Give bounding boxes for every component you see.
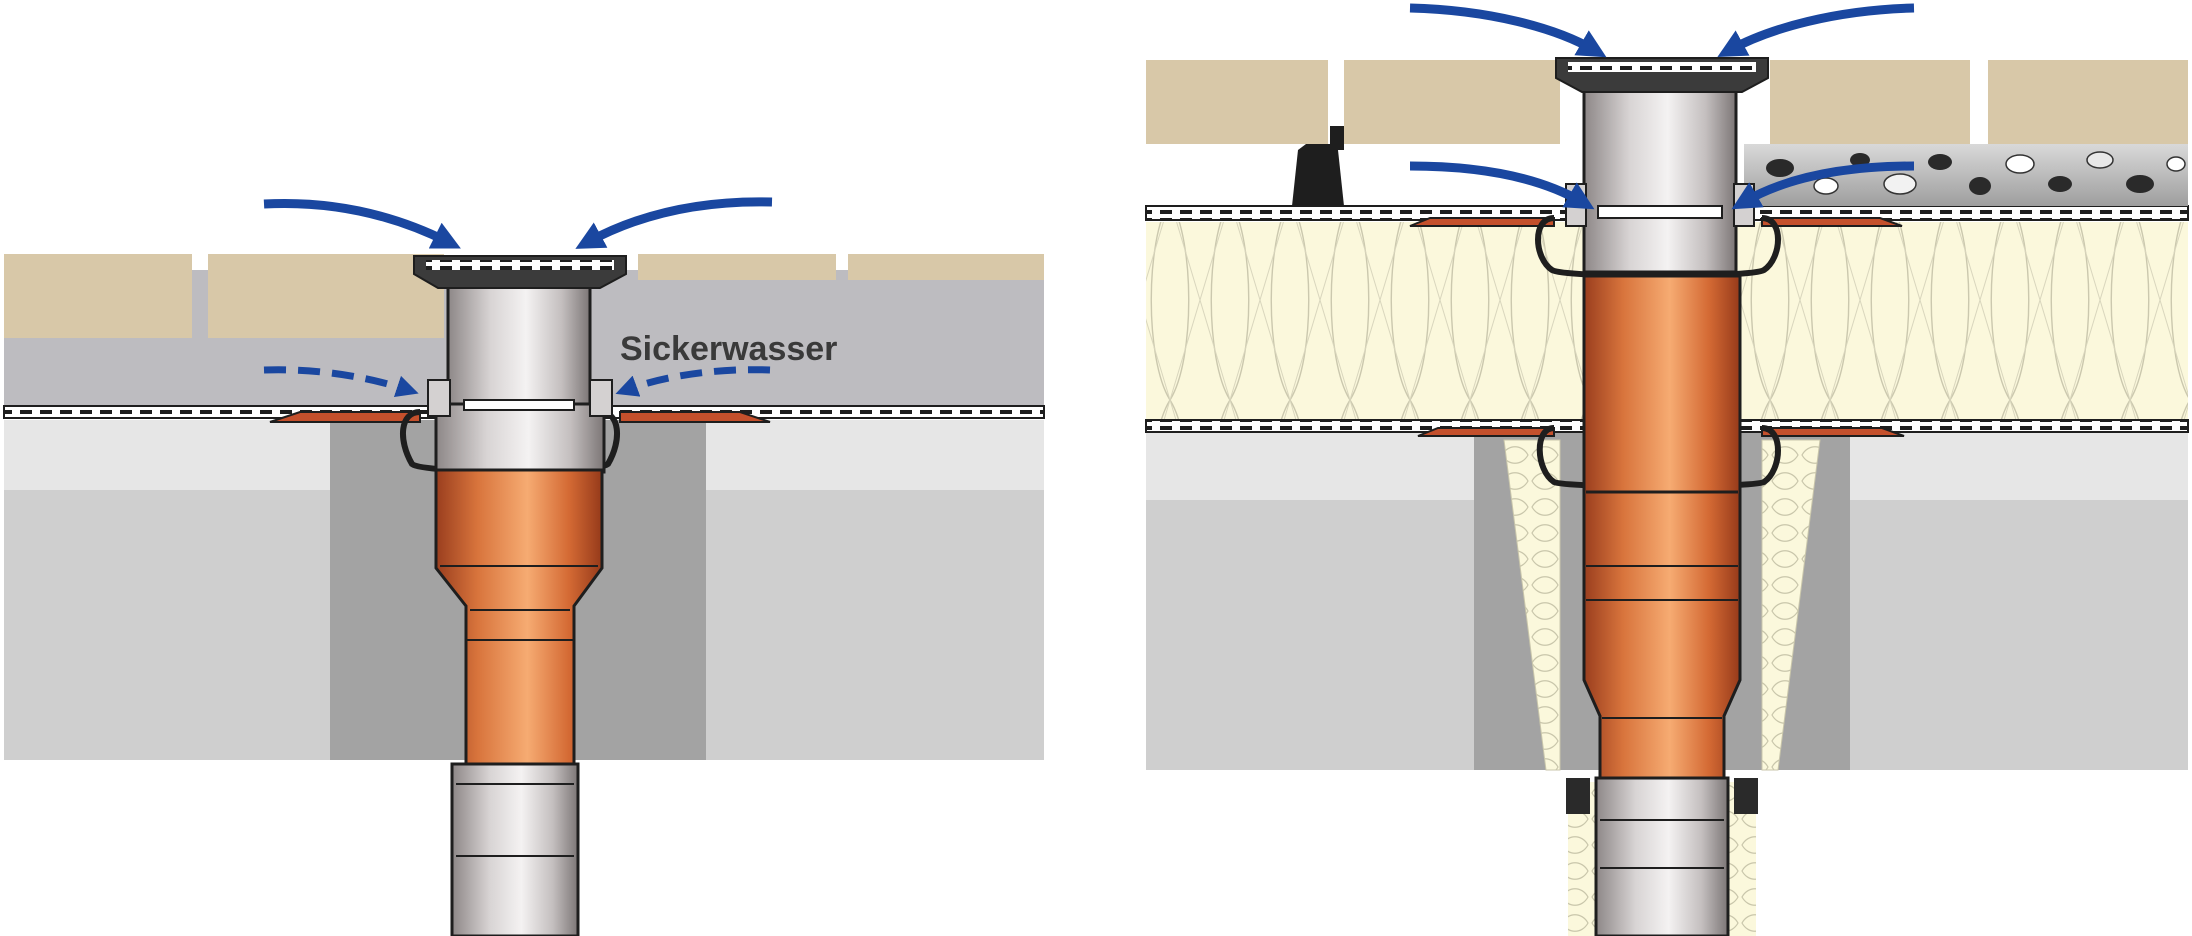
paver-support-stem [1330,126,1344,150]
paving-stone [4,254,192,338]
seepage-arrow-left [263,366,419,398]
flange-upper-right [1761,217,1903,227]
concrete-slab-shade-left [4,490,330,760]
paving-stone [638,254,836,280]
paving-stone [1770,60,1970,144]
drain-neck [1597,205,1723,219]
paving-stone [1988,60,2188,144]
insulation-sleeve-right [1761,439,1821,771]
drain-collar-left [427,379,451,417]
paving-stone [1146,60,1328,144]
water-inflow-arrow-right [575,197,773,249]
drain-body [1582,82,1738,274]
paver-support-pad [1292,144,1344,206]
paving-stone [848,254,1044,280]
seepage-arrow-right [615,366,771,397]
drain-collar-right [1733,183,1755,227]
flange-upper-left [1409,217,1555,227]
clamp-body [434,400,606,474]
seepage-label: Sickerwasser [620,330,837,368]
flange-right [619,411,771,423]
water-inflow-arrow-left [1409,3,1607,58]
paving-stone [1344,60,1560,144]
left-panel-diagram: Sickerwasser [3,197,1045,936]
sleeve-cap-left [1566,778,1590,814]
water-inflow-arrow-right [1717,3,1915,57]
downpipe-steel [1594,776,1730,936]
drainage-inflow-arrow-right [1731,161,1915,210]
downpipe-steel [450,762,580,936]
drain-collar-right [589,379,613,417]
right-panel-diagram [1145,3,2189,936]
flange-lower-left [1417,427,1555,437]
gravel-pebbles [1766,151,2186,195]
drain-grate-slots [1568,62,1756,72]
flange-lower-right [1761,427,1905,437]
drain-body [446,284,592,406]
water-inflow-arrow-left [263,198,461,249]
concrete-slab-shade-right [706,490,1044,760]
drainage-inflow-arrow-left [1409,161,1595,210]
flange-left [269,411,421,423]
concrete-slab-shade-right [1850,500,2188,770]
downpipe-copper [1582,274,1742,780]
drain-grate-slots [426,260,614,270]
paving-stone [208,254,444,338]
drain-neck [463,399,575,411]
concrete-slab-shade-left [1146,500,1474,770]
sleeve-cap-right [1734,778,1758,814]
